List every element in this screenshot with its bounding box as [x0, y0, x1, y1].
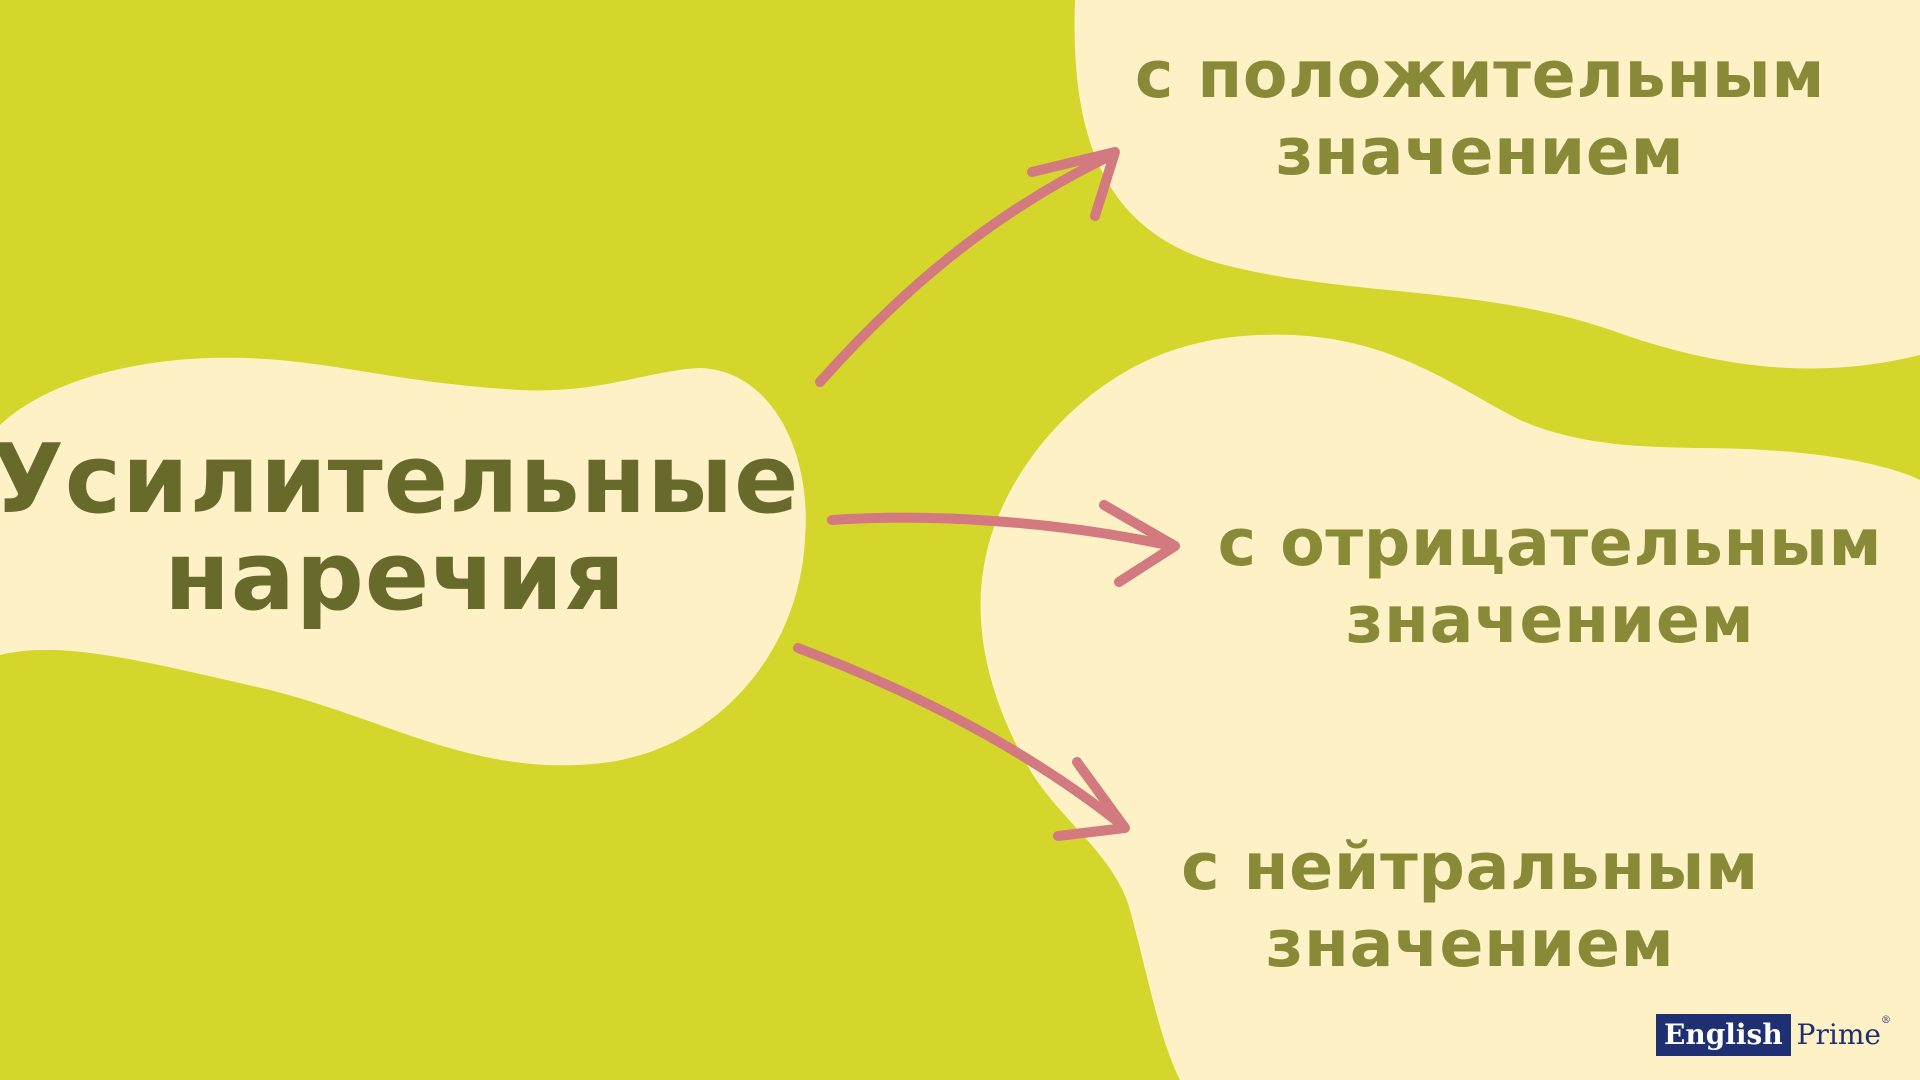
arrow-to-negative [827, 500, 1180, 587]
logo-prime-word: Prime [1796, 1018, 1881, 1051]
right-blob [980, 334, 1920, 1080]
arrow-to-neutral-shaft [793, 643, 1127, 830]
branch-positive-line1: с положительным [1134, 38, 1826, 113]
branch-neutral-line1: с нейтральным [1181, 830, 1759, 905]
central-blob [0, 357, 806, 766]
branch-neutral-node: с нейтральным значением [1110, 830, 1830, 983]
main-node-line1: Усилительные [0, 425, 800, 535]
branch-neutral-line2: значением [1265, 906, 1675, 982]
arrow-to-positive-head [1027, 147, 1120, 221]
arrow-to-negative-shaft [827, 512, 1177, 551]
logo-registered-mark: ® [1880, 1015, 1891, 1026]
logo-english-text: English [1656, 1014, 1791, 1056]
logo-prime-text: Prime® [1791, 1014, 1891, 1056]
english-prime-logo: English Prime® [1656, 1014, 1891, 1056]
branch-positive-line2: значением [1275, 114, 1685, 190]
arrow-to-negative-head [1099, 500, 1180, 587]
arrow-to-neutral [793, 643, 1130, 841]
arrow-to-neutral-head [1053, 757, 1130, 841]
arrow-to-positive-shaft [815, 151, 1115, 387]
branch-positive-node: с положительным значением [1070, 38, 1890, 191]
main-node: Усилительные наречия [0, 432, 800, 626]
main-node-line2: наречия [164, 521, 626, 632]
branch-negative-line1: с отрицательным [1217, 506, 1883, 581]
branch-negative-node: с отрицательным значением [1180, 506, 1920, 659]
arrow-to-positive [815, 147, 1120, 387]
top-right-blob [1074, 0, 1920, 369]
branch-negative-line2: значением [1345, 582, 1755, 658]
